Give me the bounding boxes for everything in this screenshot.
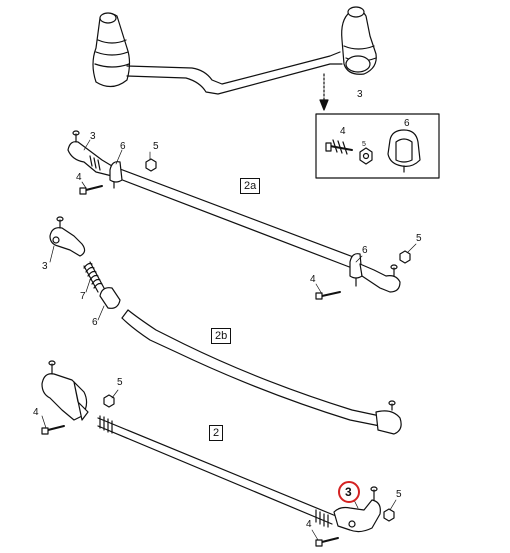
inset-label-bolt: 4 [340,126,346,137]
variant-2a-tie-end-left-label: 3 [90,131,96,142]
variant-2b-clamp-label: 6 [92,317,98,328]
variant-2a-box: 2a [240,178,261,195]
top-drag-link [92,6,377,111]
variant-2b-sleeve-label: 7 [80,291,86,302]
variant-2a-clamp-right-label: 6 [362,245,368,256]
variant-2a [67,130,417,300]
detail-inset [315,113,440,179]
inset-label-clamp: 6 [404,118,410,129]
variant-2b-box: 2b [211,328,232,345]
variant-2-bolt-right-label: 4 [306,519,312,530]
top-part-label: 3 [357,89,363,100]
inset-label-nut: 5 [362,141,366,148]
highlight-part-label: 3 [345,485,352,499]
variant-2-box: 2 [209,425,224,442]
variant-2-bolt-left-label: 4 [33,407,39,418]
variant-2a-bolt-left-label: 4 [76,172,82,183]
variant-2a-nut-left-label: 5 [153,141,159,152]
variant-2 [41,360,397,547]
highlight-circle [338,481,360,503]
variant-2a-nut-right-label: 5 [416,233,422,244]
variant-2-nut-right-label: 5 [396,489,402,500]
variant-2b-tie-end-label: 3 [42,261,48,272]
variant-2b [49,216,402,435]
variant-2-nut-left-label: 5 [117,377,123,388]
variant-2a-bolt-right-label: 4 [310,274,316,285]
variant-2a-clamp-left-label: 6 [120,141,126,152]
